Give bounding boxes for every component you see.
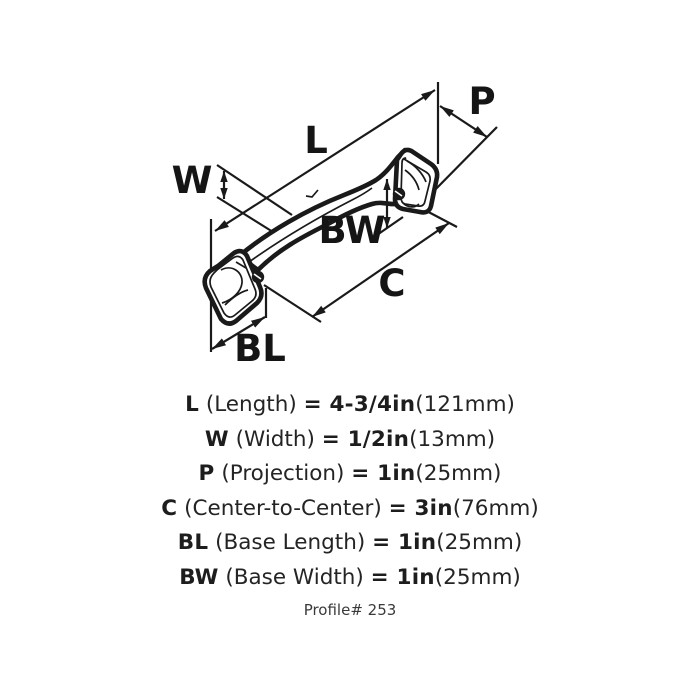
spec-name: (Length) [205, 392, 297, 417]
spec-row-base-width: BW (Base Width) = 1in(25mm) [0, 561, 700, 596]
spec-name: (Projection) [221, 461, 345, 487]
spec-name: (Center-to-Center) [184, 495, 382, 521]
length-dimension-line [214, 89, 436, 232]
dim-label-center: C [378, 262, 405, 305]
profile-number: Profile# 253 [303, 601, 397, 619]
spec-metric: (25mm) [415, 461, 502, 487]
spec-row-projection: P (Projection) = 1in(25mm) [0, 457, 700, 492]
spec-name: (Base Width) [225, 564, 364, 590]
spec-value: = 1in [372, 530, 437, 556]
spec-value: = 1/2in [321, 426, 410, 452]
bar-notch [305, 189, 319, 198]
spec-value: = 3in [388, 495, 453, 521]
left-base-inner-outline [209, 255, 257, 318]
baselength-dimension-line [211, 316, 266, 350]
dim-label-projection: P [468, 80, 495, 123]
spec-code: BW [179, 564, 219, 590]
spec-code: L [185, 392, 199, 417]
dimension-labels: L W P BW C BL [172, 80, 496, 370]
spec-metric: (121mm) [415, 392, 515, 417]
projection-extension [425, 126, 498, 200]
spec-code: BL [177, 530, 209, 556]
left-base-reflection-2 [224, 289, 249, 306]
spec-name: (Base Length) [215, 530, 366, 556]
spec-row-width: W (Width) = 1/2in(13mm) [0, 423, 700, 458]
spec-row-length: L (Length) = 4-3/4in(121mm) [0, 388, 700, 423]
spec-metric: (76mm) [452, 495, 539, 521]
spec-code: P [198, 461, 215, 487]
left-screw-slot [253, 273, 262, 280]
dim-label-width: W [172, 159, 213, 202]
spec-code: W [204, 426, 229, 452]
dim-label-length: L [304, 119, 328, 162]
spec-code: C [161, 495, 178, 521]
spec-metric: (25mm) [434, 564, 521, 590]
spec-metric: (25mm) [436, 530, 523, 556]
width-extension-lower [216, 196, 274, 233]
spec-value: = 4-3/4in [303, 392, 416, 417]
spec-value: = 1in [370, 564, 435, 590]
spec-value: = 1in [351, 461, 416, 487]
dimension-spec-list: L (Length) = 4-3/4in(121mm) W (Width) = … [0, 388, 700, 596]
projection-dimension-line [439, 105, 488, 138]
spec-row-base-length: BL (Base Length) = 1in(25mm) [0, 526, 700, 561]
center-dimension-line [311, 222, 450, 318]
spec-name: (Width) [235, 426, 315, 452]
spec-row-center-to-center: C (Center-to-Center) = 3in(76mm) [0, 492, 700, 527]
center-extension-left [263, 284, 322, 323]
dimension-diagram: L W P BW C BL [172, 80, 498, 370]
dim-label-baselength: BL [234, 327, 286, 370]
dim-label-basewidth: BW [319, 209, 386, 252]
dimension-lines [211, 89, 488, 350]
spec-metric: (13mm) [409, 426, 496, 452]
left-base-reflection-3 [235, 261, 247, 269]
handle-drawing-svg: L W P BW C BL [172, 80, 498, 370]
